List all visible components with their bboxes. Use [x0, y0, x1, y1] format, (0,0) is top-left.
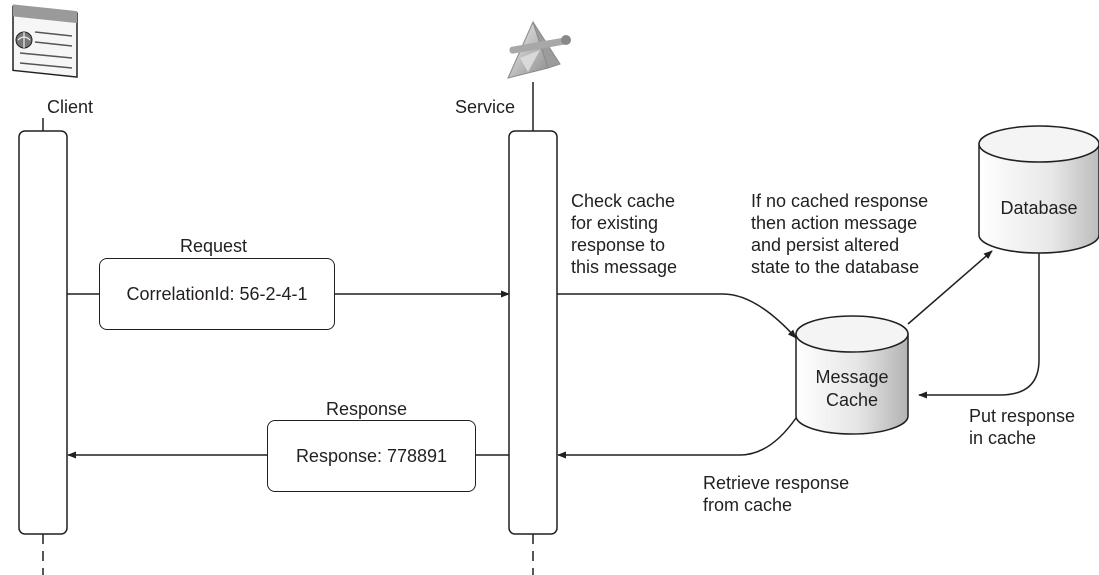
request-message-box: CorrelationId: 56-2-4-1 — [99, 258, 335, 330]
response-message-box: Response: 778891 — [267, 420, 476, 492]
client-label: Client — [47, 97, 94, 117]
message-cache-label: Message Cache — [796, 366, 908, 412]
request-correlation-id: CorrelationId: 56-2-4-1 — [126, 283, 308, 304]
database-label: Database — [1000, 198, 1078, 218]
web-page-icon — [12, 4, 78, 78]
no-cached-response-note: If no cached response then action messag… — [751, 191, 929, 277]
check-cache-note: Check cache for existing response to thi… — [571, 191, 678, 277]
response-value: Response: 778891 — [295, 445, 448, 466]
service-label: Service — [455, 97, 516, 117]
request-title: Request — [180, 236, 248, 256]
message-cache-label-line2: Cache — [825, 390, 879, 410]
put-response-note: Put response in cache — [969, 406, 1076, 448]
persist-arrow — [907, 250, 993, 325]
response-title: Response — [326, 399, 408, 419]
service-activation-bar — [508, 130, 558, 535]
service-prism-icon — [507, 20, 571, 79]
message-cache-cylinder — [795, 315, 909, 435]
put-response-arrow — [918, 250, 1040, 399]
retrieve-arrow — [557, 417, 797, 459]
check-cache-arrow — [557, 293, 797, 339]
client-activation-bar — [18, 130, 68, 535]
message-cache-label-line1: Message — [815, 367, 889, 387]
retrieve-response-note: Retrieve response from cache — [703, 473, 850, 515]
database-cylinder — [978, 125, 1099, 254]
